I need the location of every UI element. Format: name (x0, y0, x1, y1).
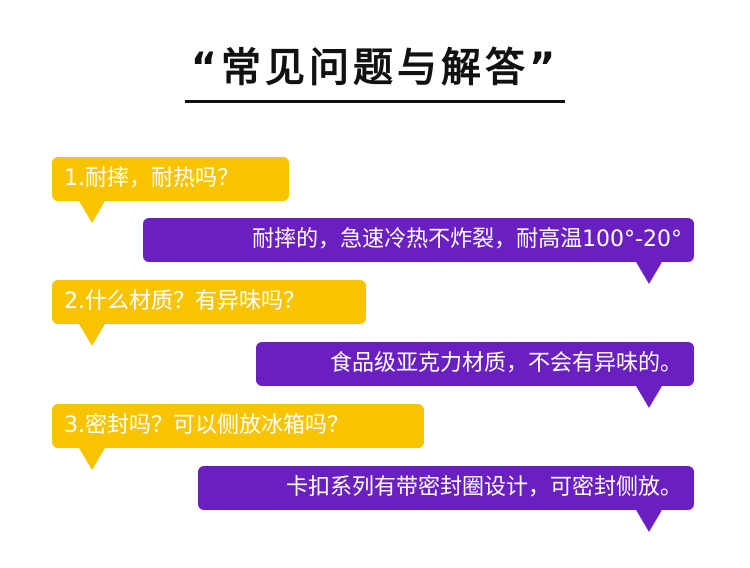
faq-answer-3: 卡扣系列有带密封圈设计，可密封侧放。 (198, 466, 694, 532)
faq-answer-1: 耐摔的，急速冷热不炸裂，耐高温100°-20° (143, 218, 694, 284)
speech-tail-icon (79, 324, 105, 346)
faq-question-3-text: 3.密封吗？可以侧放冰箱吗？ (64, 413, 349, 438)
faq-question-2-text: 2.什么材质？有异味吗？ (64, 289, 305, 314)
speech-tail-icon (79, 448, 105, 470)
faq-answer-2-text: 食品级亚克力材质，不会有异味的。 (329, 351, 682, 376)
speech-tail-icon (636, 386, 662, 408)
page-title: “常见问题与解答” (184, 40, 566, 103)
faq-question-1: 1.耐摔，耐热吗？ (52, 157, 289, 223)
faq-answer-2: 食品级亚克力材质，不会有异味的。 (256, 342, 694, 408)
faq-question-3: 3.密封吗？可以侧放冰箱吗？ (52, 404, 424, 470)
title-container: “常见问题与解答” (0, 40, 750, 103)
speech-tail-icon (636, 262, 662, 284)
speech-tail-icon (636, 510, 662, 532)
faq-answer-3-text: 卡扣系列有带密封圈设计，可密封侧放。 (285, 475, 682, 500)
faq-question-1-text: 1.耐摔，耐热吗？ (64, 166, 239, 191)
speech-tail-icon (79, 201, 105, 223)
faq-answer-1-text: 耐摔的，急速冷热不炸裂，耐高温100°-20° (252, 227, 682, 252)
faq-question-2: 2.什么材质？有异味吗？ (52, 280, 366, 346)
